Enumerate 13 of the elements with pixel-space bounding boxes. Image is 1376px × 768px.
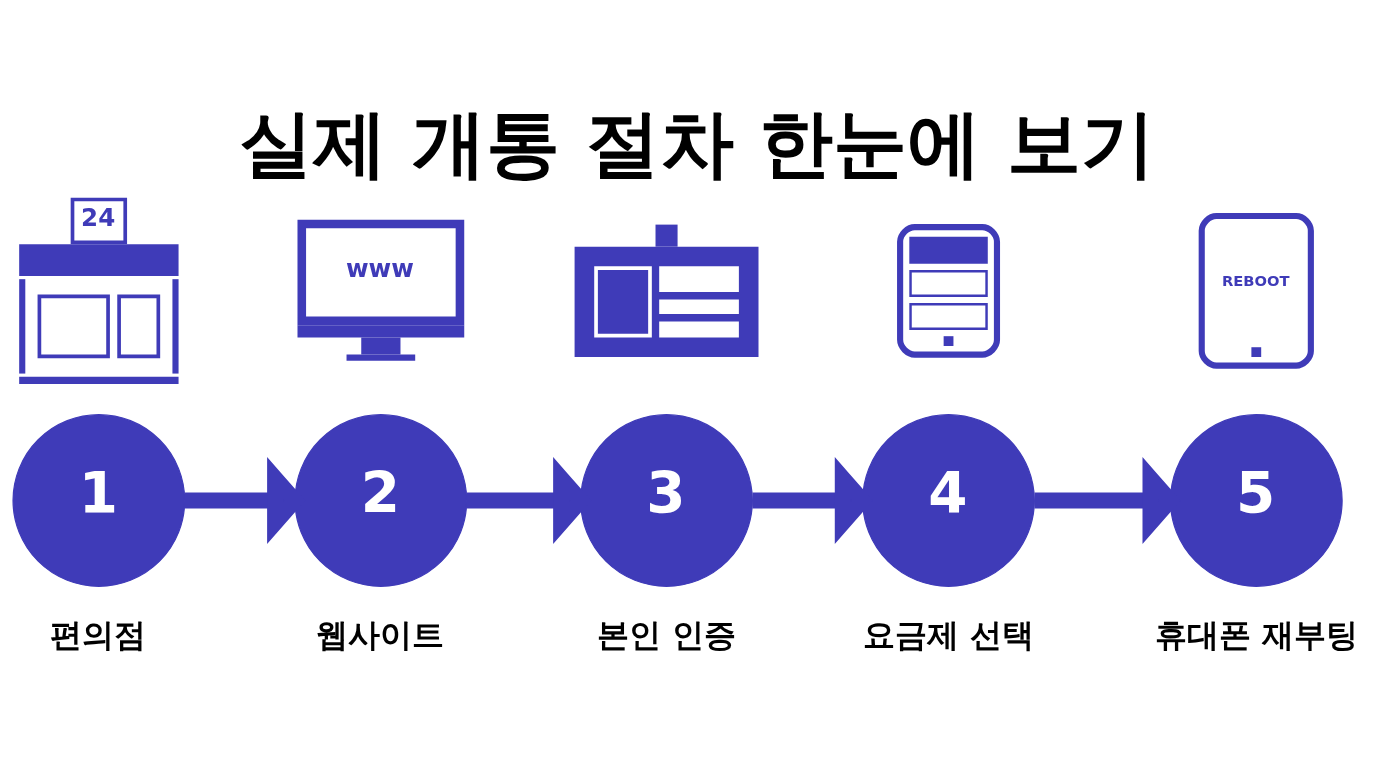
node-circle: 1	[12, 414, 186, 587]
node-picture	[897, 224, 1001, 358]
node-label: 편의점	[50, 615, 147, 654]
node-circle: 3	[580, 414, 753, 587]
node-box: REBOOT	[1198, 212, 1314, 369]
node-label: 휴대폰 재부팅	[1154, 615, 1358, 654]
node-circle: 4	[862, 414, 1035, 587]
node-circle: 5	[1169, 414, 1343, 587]
diagram-title: 실제 개통 절차 한눈에 보기	[238, 101, 1156, 187]
node-label: 본인 인증	[597, 615, 737, 654]
node-label: 웹사이트	[315, 615, 444, 654]
node-circle: 2	[294, 414, 468, 587]
node-label: 요금제 선택	[863, 615, 1035, 654]
